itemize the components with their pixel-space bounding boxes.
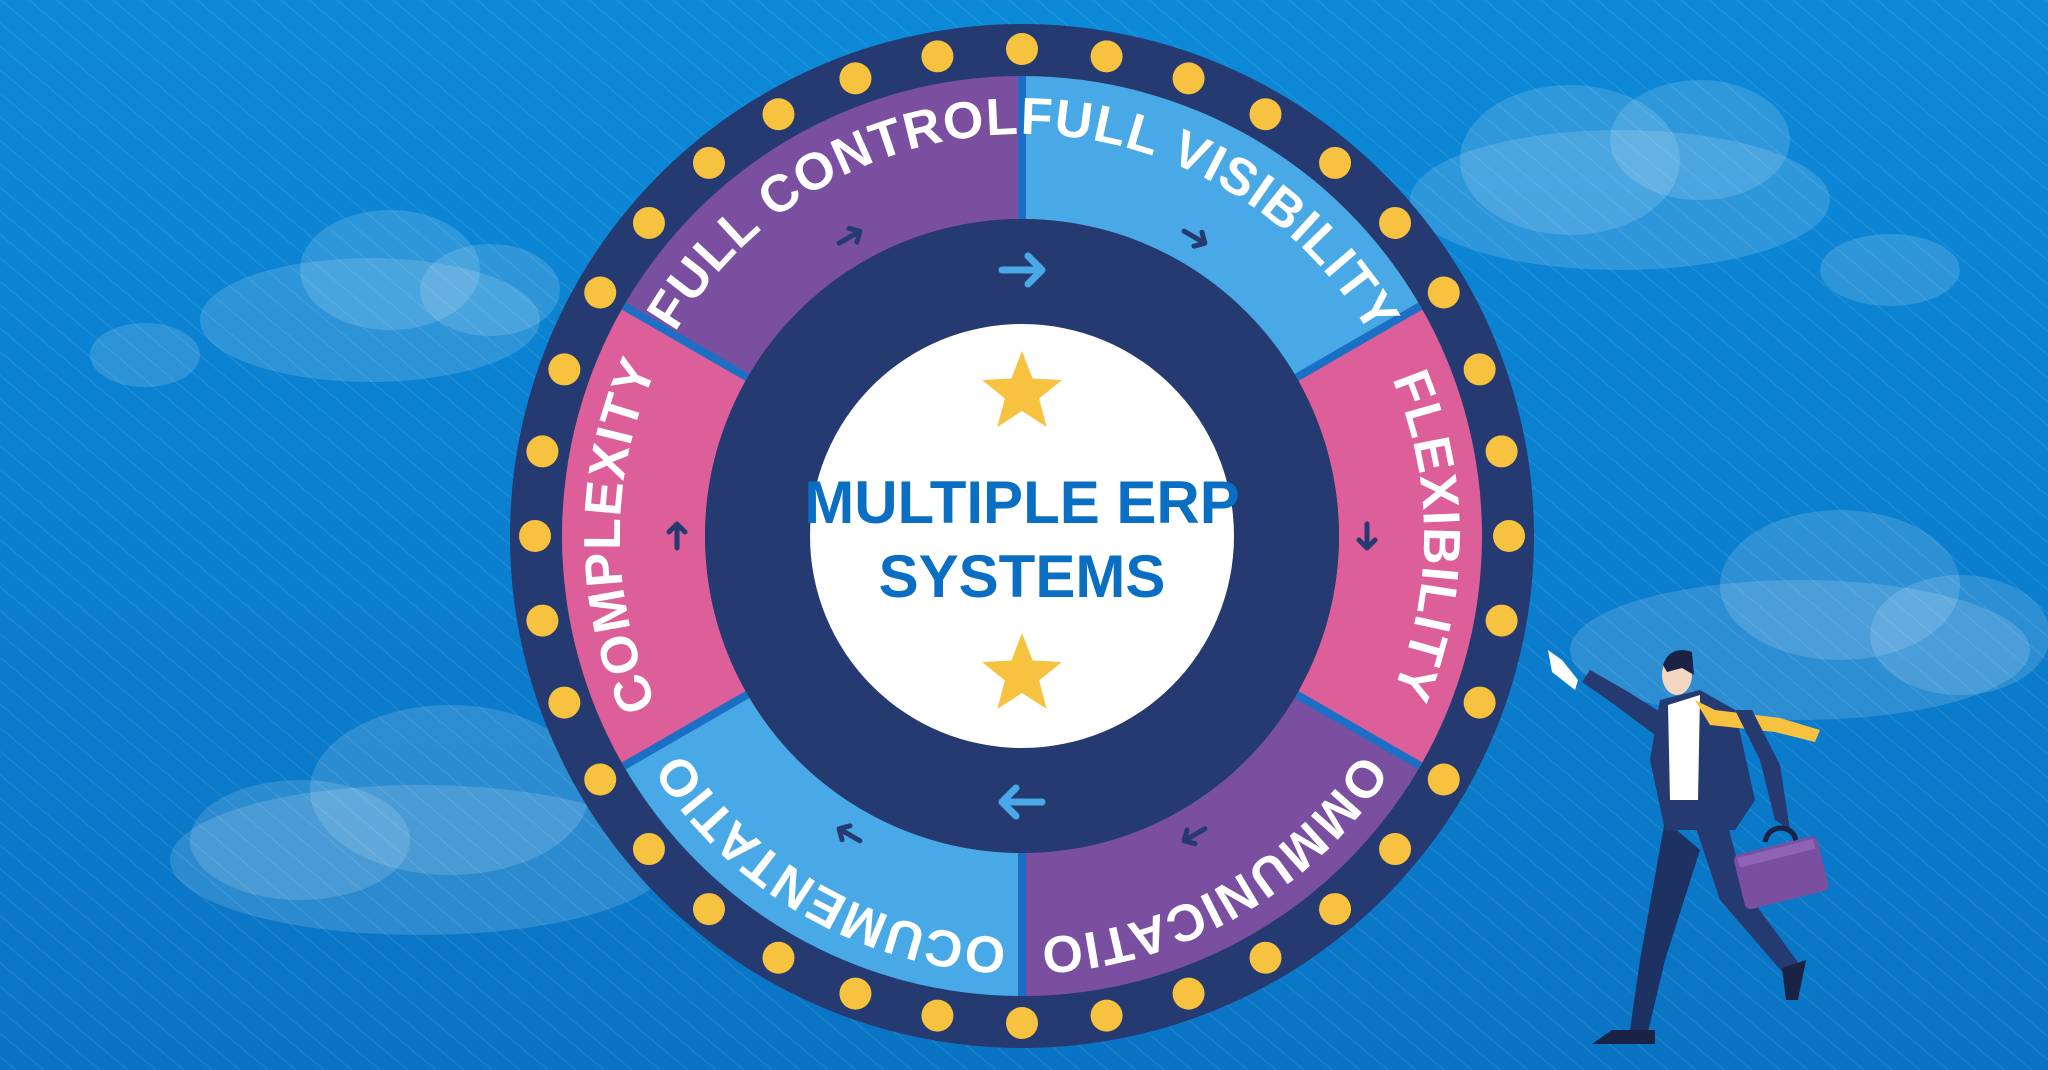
cloud-icon: [1410, 80, 1830, 270]
bulb-icon: [839, 977, 872, 1010]
bulb-icon: [519, 520, 551, 552]
arrow-icon: [998, 784, 1046, 820]
bulb-icon: [1319, 146, 1352, 179]
bulb-icon: [548, 353, 581, 386]
bulb-icon: [1379, 833, 1412, 866]
bulb-icon: [526, 435, 559, 468]
bulb-icon: [762, 941, 795, 974]
arrow-icon: [1356, 521, 1378, 551]
wheel-segment-full-control: [623, 76, 1022, 378]
wheel-segment-full-visibility: [1022, 76, 1421, 378]
bulb-icon: [1427, 276, 1460, 309]
wheel-segment-flexibility: [1296, 306, 1482, 766]
center-title-line2: SYSTEMS: [879, 543, 1166, 610]
wheel-segment-complexity: [561, 306, 748, 766]
bulb-icon: [548, 686, 581, 719]
bulb-icon: [526, 604, 559, 637]
bulb-icon: [632, 833, 665, 866]
bulb-icon: [1249, 941, 1282, 974]
businessman-icon: [1548, 650, 1829, 1044]
center-disc: [810, 324, 1234, 748]
segment-divider: [621, 691, 750, 770]
bulb-icon: [584, 276, 617, 309]
star-icon: [982, 351, 1062, 427]
bulb-icon: [762, 98, 795, 131]
wheel-segment-documentation: [623, 694, 1022, 996]
briefcase-icon: [1733, 825, 1829, 910]
arrow-icon: [836, 823, 863, 844]
arrow-icon: [1181, 228, 1208, 249]
segment-divider: [621, 302, 750, 381]
bulb-icon: [1090, 40, 1123, 73]
cloud-icon: [1820, 234, 1960, 306]
arrow-icon: [836, 225, 863, 246]
cloud-icon: [170, 705, 670, 935]
bulb-icon: [1006, 33, 1038, 65]
star-icon: [982, 633, 1062, 709]
bulb-icon: [1319, 893, 1352, 926]
bulb-icon: [1485, 435, 1518, 468]
bulb-icon: [632, 206, 665, 239]
bulb-icon: [584, 763, 617, 796]
bulb-icon: [692, 146, 725, 179]
arrow-icon: [666, 521, 688, 551]
bulb-icon: [1172, 62, 1205, 95]
cloud-icon: [90, 323, 200, 387]
center-title-line1: MULTIPLE ERP: [804, 469, 1240, 536]
cloud-icon: [1570, 510, 2048, 720]
bulb-icon: [921, 40, 954, 73]
cloud-icon: [200, 210, 560, 382]
arrow-icon: [998, 252, 1046, 288]
bulb-icon: [1249, 98, 1282, 131]
arrow-icon: [1181, 826, 1208, 847]
bulb-icon: [1485, 604, 1518, 637]
bulb-icon: [1379, 206, 1412, 239]
bulb-icon: [1463, 353, 1496, 386]
bulb-icon: [692, 893, 725, 926]
segment-divider: [1294, 691, 1423, 770]
bulb-icon: [1172, 977, 1205, 1010]
bulb-icon: [1090, 999, 1123, 1032]
bulb-icon: [1493, 520, 1525, 552]
bulb-icon: [1463, 686, 1496, 719]
segment-divider: [1294, 302, 1423, 381]
bulb-icon: [839, 62, 872, 95]
bulb-icon: [1427, 763, 1460, 796]
wheel-segment-communication: [1022, 694, 1421, 996]
bulb-icon: [1006, 1007, 1038, 1039]
bulb-icon: [921, 999, 954, 1032]
